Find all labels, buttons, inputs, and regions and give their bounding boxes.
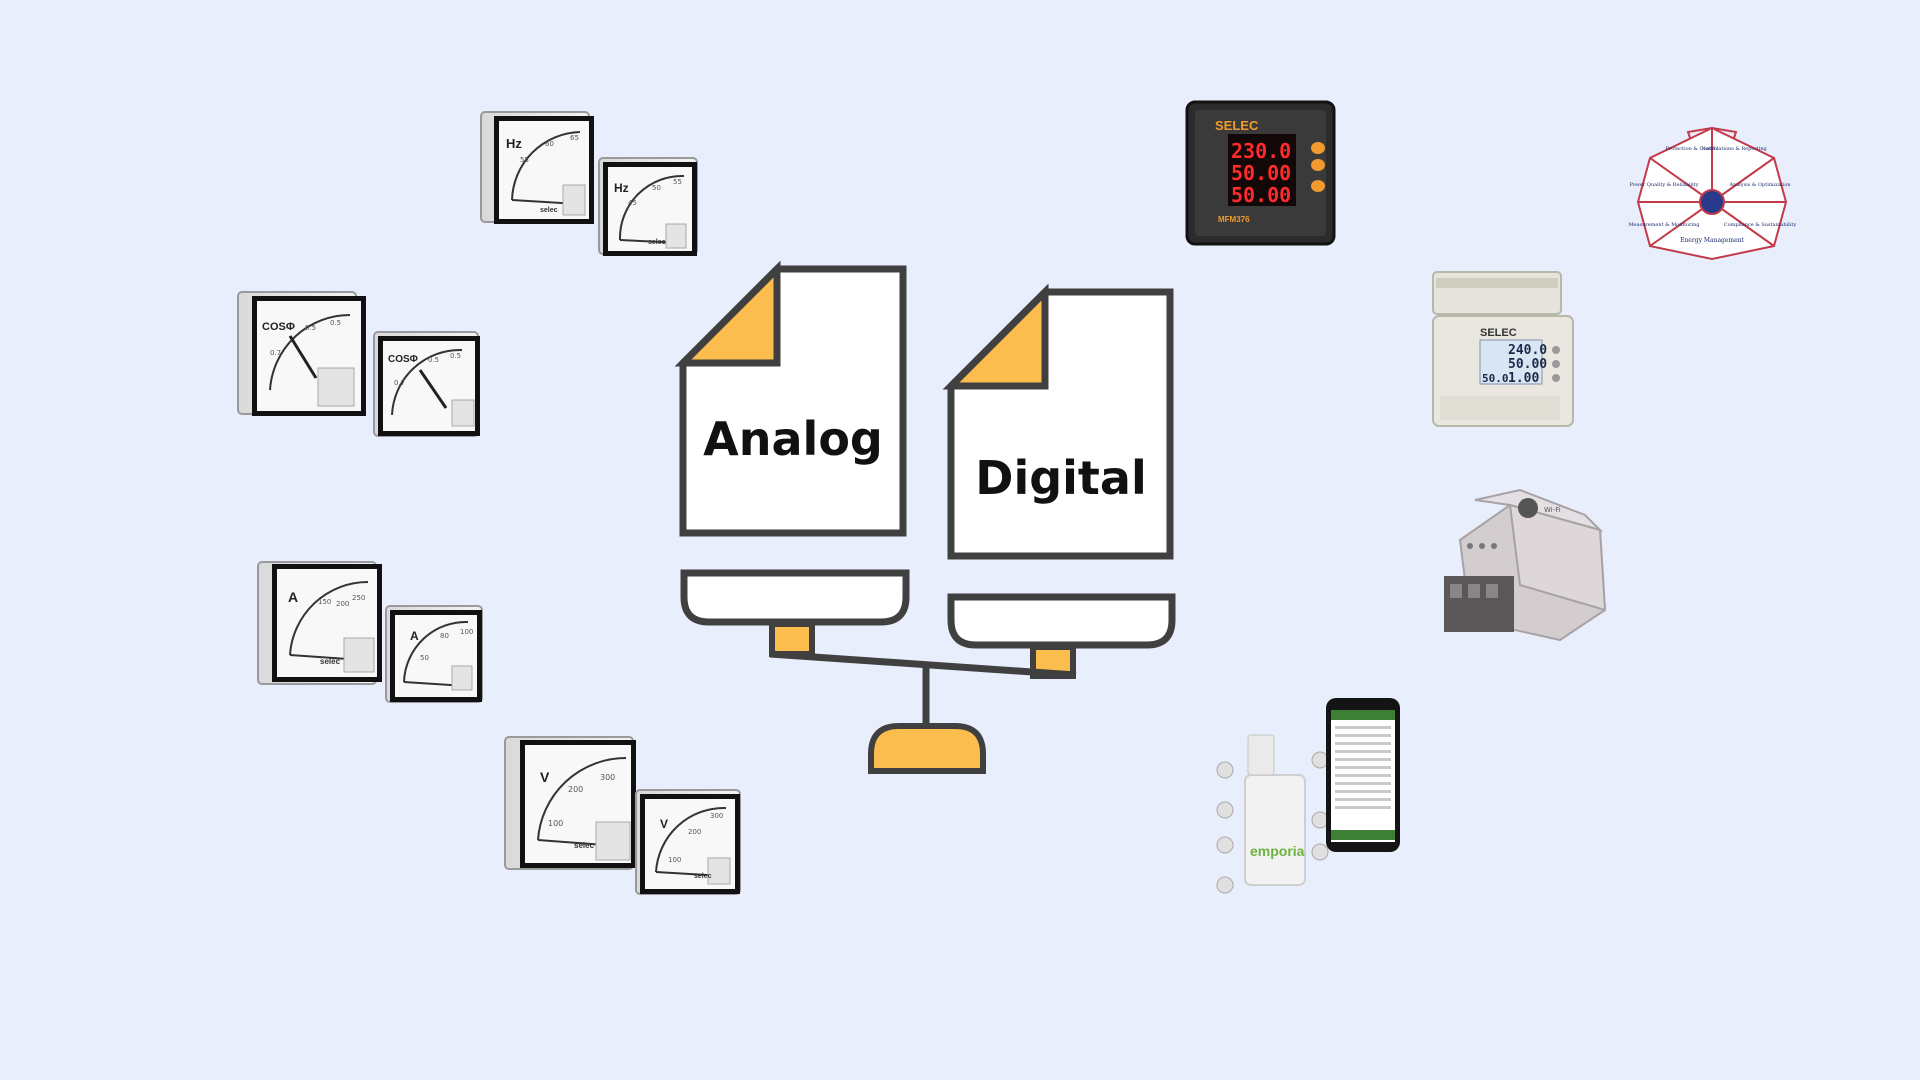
digital-din-meter: SELEC 240.0 50.00 1.00 50.0 bbox=[1432, 271, 1574, 427]
analog-label: Analog bbox=[703, 412, 883, 466]
meter-tick: 50 bbox=[420, 654, 429, 662]
digital-panel-meter: SELEC 230.0 50.00 50.00 MFM376 bbox=[1185, 100, 1336, 246]
meter-tick: 150 bbox=[318, 598, 331, 606]
meter-tick: 250 bbox=[352, 594, 365, 602]
meter-brand: selec bbox=[574, 841, 595, 850]
analog-meter-cos-large: COSΦ 0.7 0.5 0.5 bbox=[237, 291, 366, 416]
panel-meter-button-up bbox=[1311, 142, 1325, 154]
meter-tick: 60 bbox=[545, 140, 554, 148]
meter-unit: A bbox=[288, 589, 298, 605]
meter-unit: COSΦ bbox=[388, 354, 418, 365]
balance-scale: Analog Digital bbox=[674, 260, 1176, 774]
meter-unit: COSΦ bbox=[262, 321, 295, 333]
analog-document: Analog bbox=[674, 260, 907, 537]
panel-meter-row-3: 50.00 bbox=[1231, 183, 1291, 207]
meter-tick: 100 bbox=[668, 856, 681, 864]
panel-meter-row-2: 50.00 bbox=[1231, 161, 1291, 185]
digital-smart-module: Wi-Fi bbox=[1444, 488, 1607, 642]
meter-tick: 0.5 bbox=[450, 352, 461, 360]
meter-tick: 50 bbox=[652, 184, 661, 192]
smart-module-logo bbox=[1518, 498, 1538, 518]
panel-meter-button-down bbox=[1311, 159, 1325, 171]
meter-tick: 45 bbox=[628, 199, 637, 207]
din-meter-row-2: 50.00 bbox=[1508, 357, 1547, 372]
meter-tick: 0.5 bbox=[330, 319, 341, 327]
analog-meter-hz-large: Hz 55 60 65 selec bbox=[480, 111, 594, 224]
din-meter-left-value: 50.0 bbox=[1482, 372, 1509, 385]
meter-brand: selec bbox=[648, 239, 666, 246]
panel-meter-brand: SELEC bbox=[1215, 118, 1259, 133]
wheel-segment-3: Analysis & Optimization bbox=[1728, 182, 1791, 188]
wheel-segment-5: Measurement & Monitoring bbox=[1628, 222, 1700, 228]
left-pan-post bbox=[769, 621, 815, 657]
meter-tick: 200 bbox=[568, 785, 583, 794]
din-meter-brand: SELEC bbox=[1480, 327, 1517, 339]
emporia-brand: emporia bbox=[1250, 843, 1305, 859]
analog-meter-v-small: V 100 200 300 selec bbox=[635, 789, 741, 895]
scale-beam bbox=[769, 650, 1077, 679]
meter-brand: selec bbox=[540, 207, 558, 214]
left-pan bbox=[680, 569, 910, 626]
meter-unit: V bbox=[540, 769, 550, 785]
panel-meter-row-1: 230.0 bbox=[1231, 139, 1291, 163]
analog-meter-v-large: V 100 200 300 selec bbox=[504, 736, 636, 870]
digital-document: Digital bbox=[942, 283, 1174, 560]
wheel-segment-1: Protection & Control bbox=[1665, 146, 1718, 152]
meter-brand: selec bbox=[320, 657, 341, 666]
meter-tick: 300 bbox=[710, 812, 723, 820]
analog-meter-hz-small: Hz 45 50 55 selec bbox=[598, 157, 698, 256]
meter-tick: 55 bbox=[520, 156, 529, 164]
meter-brand: selec bbox=[694, 873, 712, 880]
wheel-center-label: Energy Management bbox=[1680, 237, 1744, 244]
meter-tick: 65 bbox=[570, 134, 579, 142]
meter-tick: 100 bbox=[548, 819, 563, 828]
analog-meter-cos-small: COSΦ 0.7 0.5 0.5 bbox=[373, 331, 480, 437]
meter-tick: 200 bbox=[688, 828, 701, 836]
energy-management-wheel: Protection & Control Notifications & Rep… bbox=[1628, 126, 1797, 261]
meter-unit: Hz bbox=[506, 136, 522, 151]
meter-unit: V bbox=[660, 817, 668, 831]
meter-tick: 0.7 bbox=[394, 379, 405, 387]
digital-label: Digital bbox=[975, 451, 1146, 505]
meter-tick: 200 bbox=[336, 600, 349, 608]
meter-tick: 80 bbox=[440, 632, 449, 640]
din-meter-row-1: 240.0 bbox=[1508, 343, 1547, 358]
scale-base bbox=[868, 723, 986, 774]
smart-module-brand: Wi-Fi bbox=[1544, 506, 1561, 514]
wheel-segment-6: Power Quality & Reliability bbox=[1629, 182, 1698, 188]
analog-meter-a-small: A 50 80 100 bbox=[385, 605, 483, 703]
analog-meter-a-large: A 150 200 250 selec bbox=[257, 561, 382, 685]
meter-unit: A bbox=[410, 629, 419, 643]
right-pan bbox=[947, 593, 1176, 649]
meter-tick: 0.7 bbox=[270, 349, 281, 357]
meter-tick: 0.5 bbox=[305, 324, 316, 332]
wheel-segment-4: Compliance & Sustainability bbox=[1724, 222, 1797, 228]
meter-tick: 0.5 bbox=[428, 356, 439, 364]
meter-tick: 100 bbox=[460, 628, 473, 636]
digital-emporia-monitor: emporia bbox=[1216, 698, 1400, 894]
wheel-segment-2: Notifications & Reporting bbox=[1701, 146, 1767, 152]
meter-unit: Hz bbox=[614, 181, 629, 195]
din-meter-row-3: 1.00 bbox=[1508, 371, 1539, 386]
panel-meter-button-enter bbox=[1311, 180, 1325, 192]
meter-tick: 300 bbox=[600, 773, 615, 782]
panel-meter-model: MFM376 bbox=[1218, 215, 1250, 224]
meter-tick: 55 bbox=[673, 178, 682, 186]
